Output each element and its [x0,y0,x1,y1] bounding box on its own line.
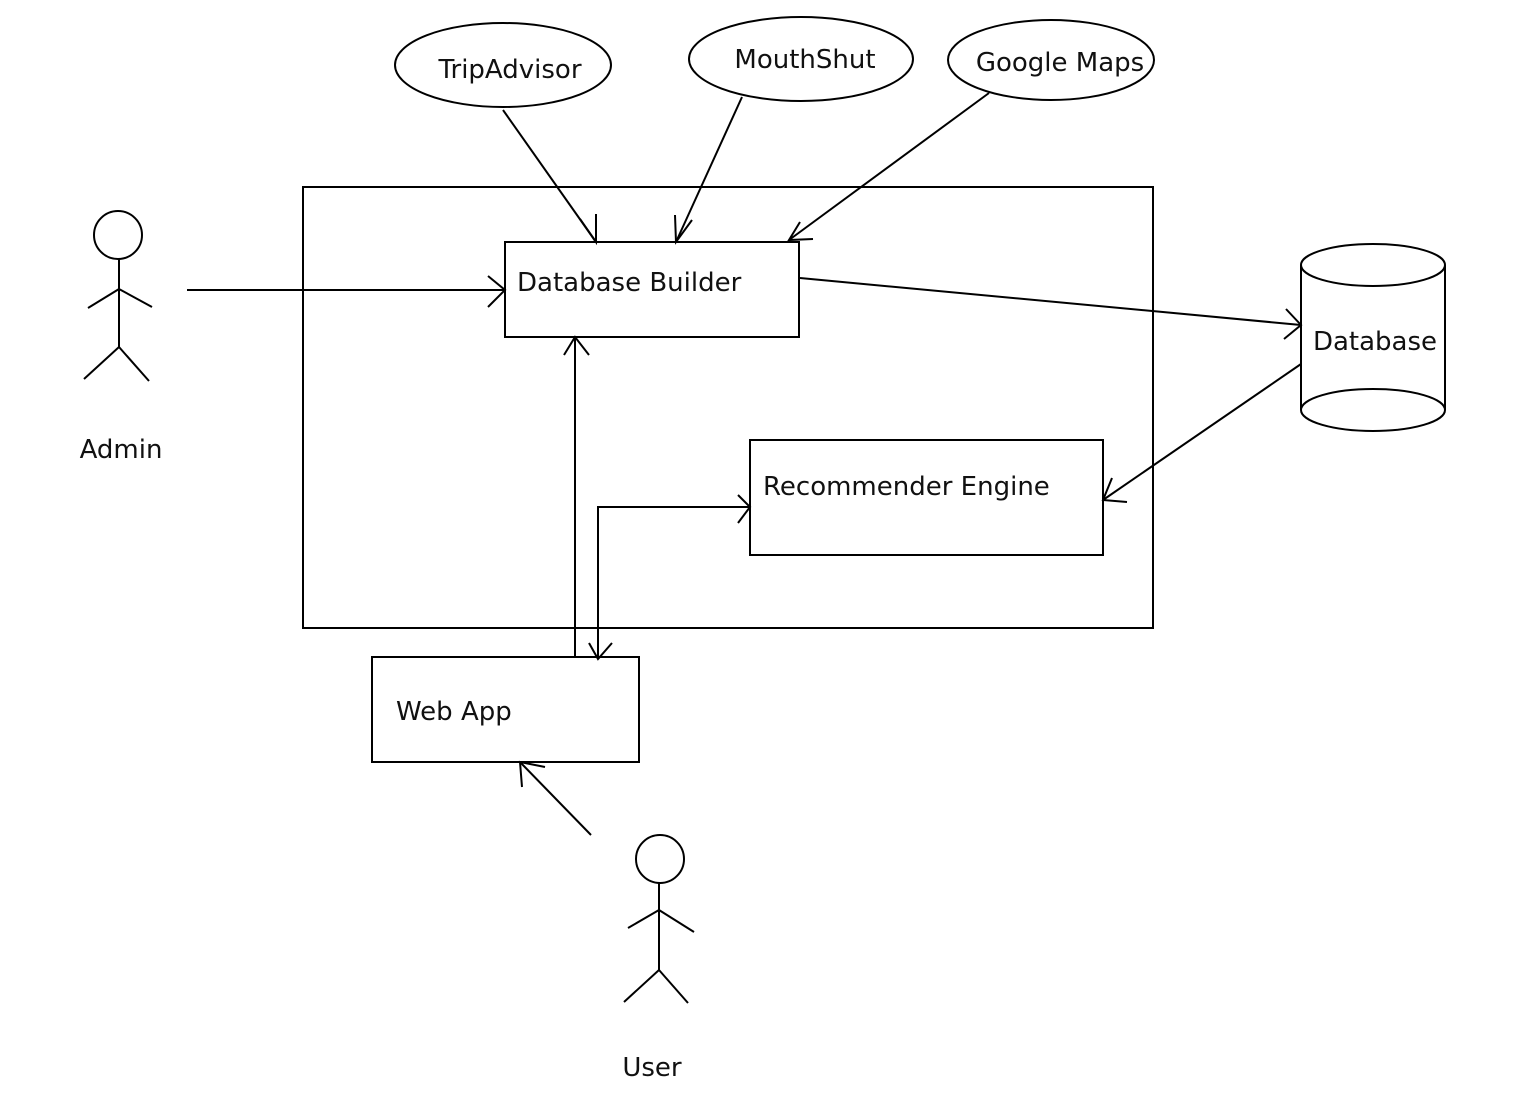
edge-line [519,761,592,836]
edge-admin-to-database-builder [187,275,507,308]
edge-tripadvisor-to-database-builder [502,109,597,246]
admin-leg-left [83,346,120,380]
source-google-maps-label: Google Maps [976,48,1144,78]
storage-database: Database [1300,243,1446,432]
database-label: Database [1313,327,1437,357]
web-app-label: Web App [396,697,512,727]
component-recommender-engine: Recommender Engine [749,439,1104,556]
recommender-engine-label: Recommender Engine [763,472,1050,502]
admin-label: Admin [80,435,163,465]
database-cylinder-top [1300,243,1446,287]
admin-leg-right [118,346,150,382]
edge-mouthshut-to-database-builder [674,96,743,245]
edge-line [675,96,743,243]
admin-head [93,210,143,260]
database-builder-label: Database Builder [517,268,742,298]
database-cylinder-bottom-rim [1300,388,1446,411]
arrowhead [579,214,597,246]
arrowhead-to-recommender-engine [737,494,752,524]
user-label: User [622,1053,682,1083]
arrowhead [1283,308,1303,340]
actor-admin: Admin [80,210,163,465]
source-mouthshut: MouthShut [688,16,914,102]
edge-line [788,92,990,241]
component-database-builder: Database Builder [504,241,800,338]
edge-google-maps-to-database-builder [787,92,990,242]
user-head [635,834,685,884]
component-web-app: Web App [371,656,640,763]
arrowhead-to-web-app [588,642,613,661]
edge-line [799,277,1302,326]
source-tripadvisor: TripAdvisor [394,22,612,108]
edge-database-to-recommender-engine [1101,363,1302,503]
arrowhead [487,275,507,308]
user-leg-left [623,969,660,1003]
edge-line [1102,363,1302,501]
source-google-maps: Google Maps [947,19,1155,101]
arrowhead [1101,477,1128,503]
source-mouthshut-shape [688,16,914,102]
edge-web-app-to-database-builder [563,335,590,657]
source-tripadvisor-shape [394,22,612,108]
arrowhead [674,214,693,245]
user-arm-left [627,909,660,929]
source-mouthshut-label: MouthShut [734,45,875,75]
edge-user-to-web-app [518,760,592,836]
system-boundary [302,186,1154,629]
edge-database-builder-to-database [799,277,1303,340]
source-google-maps-shape [947,19,1155,101]
admin-arm-right [118,288,153,308]
user-leg-right [658,969,689,1004]
admin-arm-left [87,288,120,309]
actor-user: User [622,834,695,1083]
edge-line [597,506,750,657]
web-app-box [371,656,640,763]
database-cylinder-body [1300,265,1446,432]
arrowhead [518,760,546,788]
arrowhead [563,335,590,356]
source-tripadvisor-label: TripAdvisor [437,55,581,85]
arrowhead [787,221,814,242]
edge-web-app-recommender-engine [588,494,752,661]
user-arm-right [658,909,695,933]
